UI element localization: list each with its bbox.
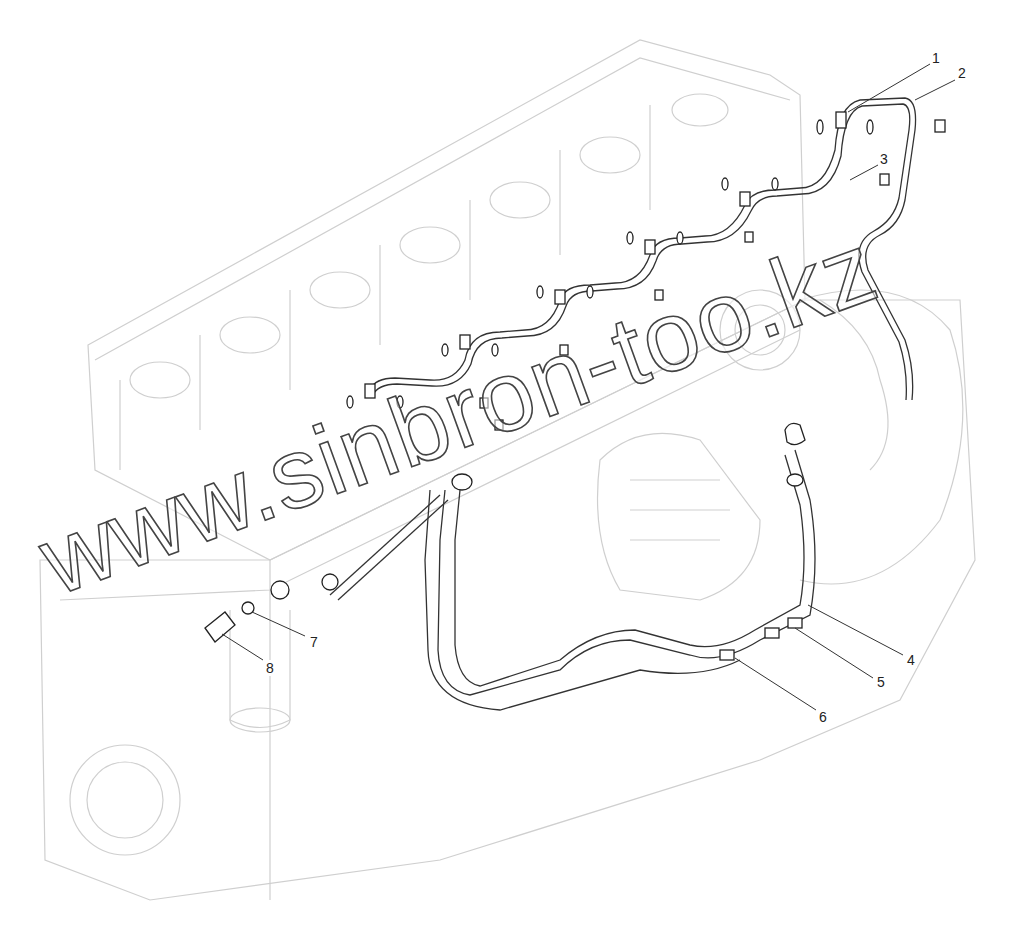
callout-number: 4 — [905, 652, 917, 668]
callout-number: 7 — [308, 634, 320, 650]
callout-number: 6 — [817, 709, 829, 725]
watermark: www.sinbron-too.kz — [28, 216, 888, 610]
callout-number: 5 — [875, 674, 887, 690]
callout-number: 2 — [956, 65, 968, 81]
callout-number: 1 — [930, 50, 942, 66]
callout-number: 3 — [878, 151, 890, 167]
callout-number: 8 — [264, 660, 276, 676]
